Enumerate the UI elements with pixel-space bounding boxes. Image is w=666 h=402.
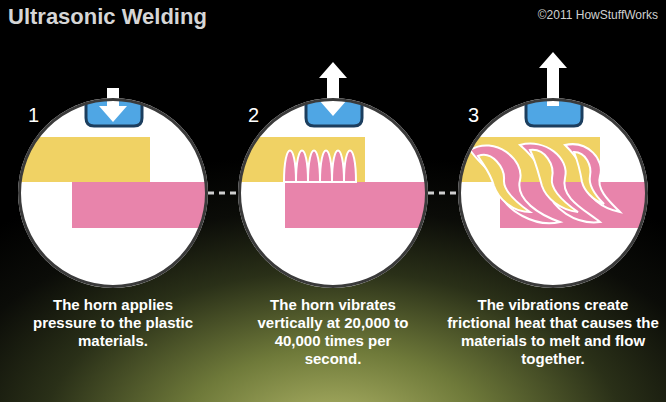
circle-outline (238, 98, 428, 288)
dashed-connector (208, 192, 238, 195)
step-number: 1 (28, 104, 39, 127)
step-caption: The horn vibrates vertically at 20,000 t… (256, 296, 411, 368)
step-number: 2 (248, 104, 259, 127)
circle-outline (18, 98, 208, 288)
step-circle: 3The vibrations create frictional heat t… (458, 98, 648, 288)
diagram-title: Ultrasonic Welding (8, 4, 207, 30)
step-caption: The vibrations create frictional heat th… (446, 296, 661, 368)
circle-outline (458, 98, 648, 288)
copyright-note: ©2011 HowStuffWorks (538, 8, 658, 22)
step-caption: The horn applies pressure to the plastic… (31, 296, 196, 350)
step-circle: 2The horn vibrates vertically at 20,000 … (238, 98, 428, 288)
dashed-connector (428, 192, 458, 195)
step-circle: 1The horn applies pressure to the plasti… (18, 98, 208, 288)
step-number: 3 (468, 104, 479, 127)
